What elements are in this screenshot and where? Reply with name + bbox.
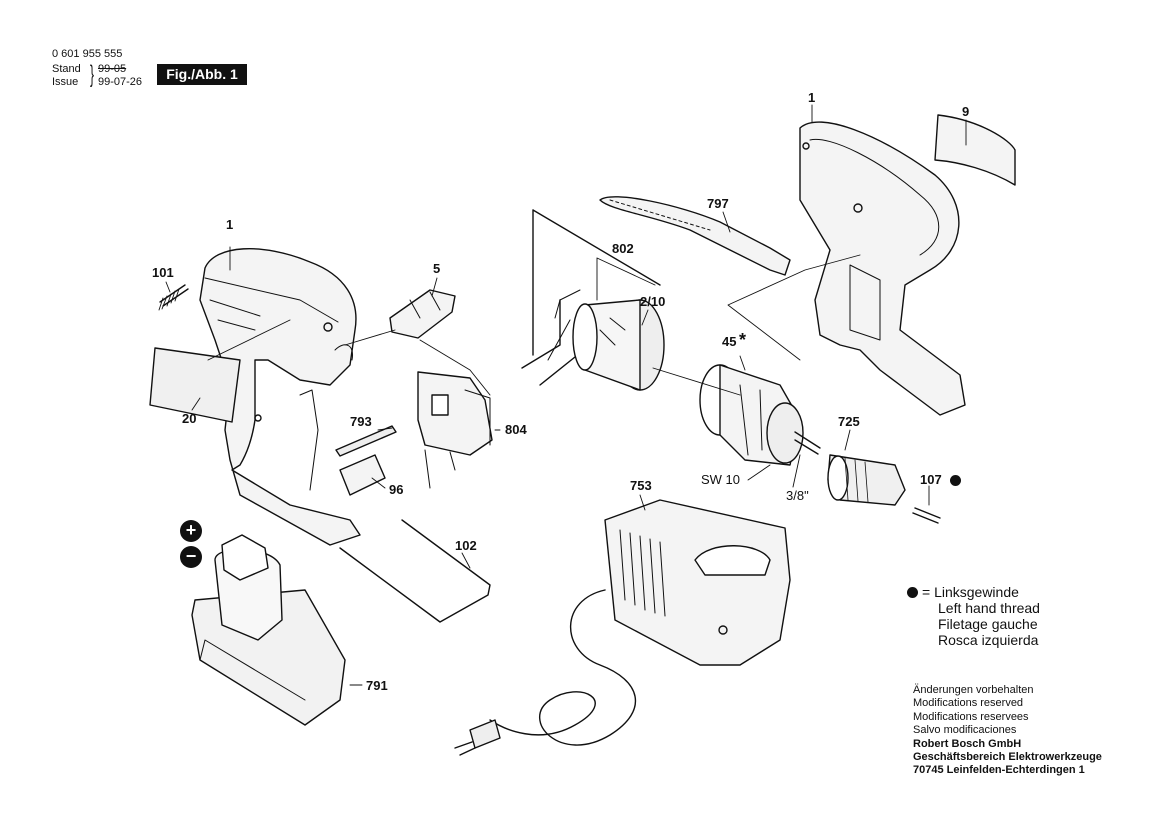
note-2: Modifications reserved [913,697,1024,710]
part-label-1-left: 1 [226,217,234,232]
label-9-shape [934,114,1016,186]
part-label-753: 753 [630,478,652,493]
bracket-glyph: } [90,61,95,88]
part-label-45: 45 [722,334,737,349]
stand-value: 99-05 [98,63,127,75]
part-label-9: 9 [962,104,970,119]
part-label-791: 791 [366,678,388,693]
note-4: Salvo modificaciones [913,724,1017,737]
power-plug-shape [469,719,501,749]
screw-101-shape [158,284,189,311]
issue-value: 99-07-26 [98,76,143,88]
spanner-size-label: SW 10 [701,472,741,487]
company-name: Robert Bosch GmbH [913,737,1022,750]
housing-left-shape [199,248,361,546]
company-division: Geschäftsbereich Elektrowerkzeuge [913,751,1102,764]
part-label-20: 20 [182,411,197,426]
motor-shape [572,299,665,391]
screw-107-shape [912,507,941,524]
part-label-2-10: 2/10 [640,294,666,309]
legend-line-2: Left hand thread [938,600,1040,616]
part-label-107: 107 [920,472,942,487]
chuck-725-shape [827,454,906,506]
bit-793-shape [335,425,397,457]
note-3: Modifications reservees [913,710,1029,723]
belt-clip-102-shape [339,519,491,623]
part-label-102: 102 [455,538,477,553]
part-label-101: 101 [152,265,174,280]
note-1: Änderungen vorbehalten [913,684,1034,696]
part-label-5: 5 [433,261,441,276]
legend-line-1: = Linksgewinde [922,584,1019,600]
spindle-shape [794,431,821,455]
part-label-96: 96 [389,482,404,497]
part-label-793: 793 [350,414,372,429]
switch-804-shape [417,371,493,489]
label-20-shape [149,347,241,423]
brush-802-shape [521,209,661,386]
part-label-797: 797 [707,196,729,211]
part-label-802: 802 [612,241,634,256]
chuck-size-label: 3/8" [786,488,809,503]
battery-791-shape [191,534,346,726]
footer-notes: Änderungen vorbehalten Modifications res… [913,684,1102,778]
part-label-804: 804 [505,422,527,437]
legend-line-3: Filetage gauche [938,616,1038,632]
legend-line-4: Rosca izquierda [938,632,1039,648]
figure-badge: Fig./Abb. 1 [157,64,247,85]
gearbox-45-shape [699,364,804,466]
plug-pins-shape [454,741,476,756]
part-label-1-right: 1 [808,90,816,105]
strap-797-shape [599,196,791,276]
thread-legend: = Linksgewinde Left hand thread Filetage… [907,584,1040,648]
housing-right-shape [799,121,966,416]
part-label-725: 725 [838,414,860,429]
plus-terminal-icon: + [180,520,202,542]
issue-label: Issue [52,76,79,88]
minus-terminal-icon: − [180,546,202,568]
part-label-45-mark: * [739,330,747,350]
company-address: 70745 Leinfelden-Echterdingen 1 [913,764,1085,777]
charger-753-shape [604,499,791,666]
part-number: 0 601 955 555 [52,48,123,60]
legend-dot-icon [907,587,918,598]
switch-5-shape [389,289,456,339]
left-hand-thread-dot-107 [950,475,961,486]
clip-96-shape [339,454,386,496]
power-cord-shape [489,589,637,746]
stand-label: Stand [52,63,81,75]
